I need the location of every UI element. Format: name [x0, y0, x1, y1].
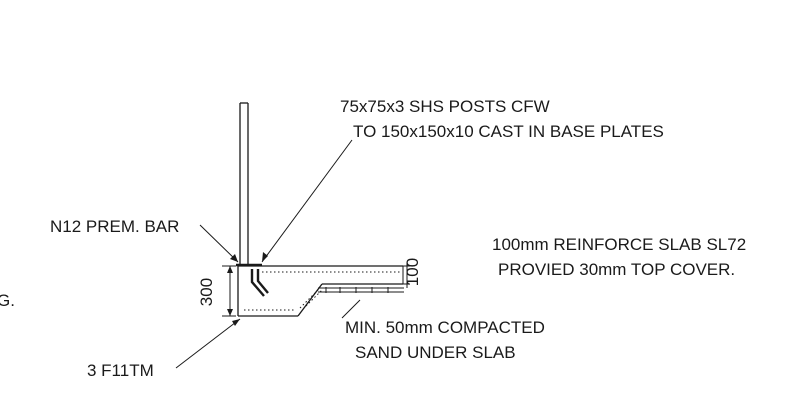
- left-edge-text-fragment: G.: [0, 291, 15, 310]
- sand-note-line2: SAND UNDER SLAB: [355, 343, 516, 362]
- edge-beam-depth-dimension: [222, 265, 236, 317]
- slab-depth-dimension: [403, 262, 410, 288]
- shs-posts-note-line2: TO 150x150x10 CAST IN BASE PLATES: [353, 122, 664, 141]
- slab-mesh-under-slab: [318, 287, 404, 293]
- footing-bars-note: 3 F11TM: [87, 361, 154, 380]
- prem-bar-note: N12 PREM. BAR: [50, 217, 179, 236]
- shs-post: [239, 102, 249, 264]
- slab-depth-dimension-label: 100: [403, 258, 422, 286]
- prem-bar-leader: [199, 224, 239, 263]
- slab-note-line2: PROVIED 30mm TOP COVER.: [498, 260, 735, 279]
- sand-note-line1: MIN. 50mm COMPACTED: [345, 318, 545, 337]
- slab-note-line1: 100mm REINFORCE SLAB SL72: [492, 235, 746, 254]
- footing-bars-leader: [175, 318, 241, 369]
- slab-and-edge-beam-outline: [237, 265, 404, 317]
- n12-premium-bars: [250, 269, 269, 297]
- edge-beam-hatching: [299, 289, 323, 309]
- shs-posts-leader: [261, 139, 353, 263]
- edge-beam-depth-dimension-label: 300: [197, 278, 216, 306]
- sand-leader: [341, 299, 361, 319]
- shs-posts-note-line1: 75x75x3 SHS POSTS CFW: [340, 97, 550, 116]
